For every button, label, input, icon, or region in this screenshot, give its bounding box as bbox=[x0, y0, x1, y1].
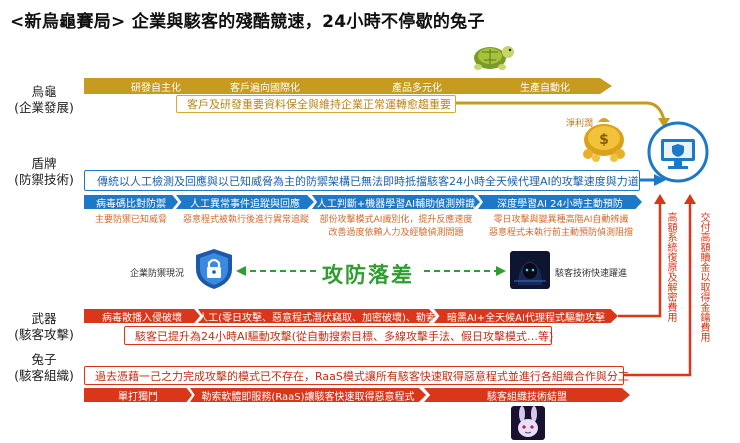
shield-connector-head bbox=[654, 174, 666, 186]
turtle-connector-head bbox=[658, 118, 670, 128]
svg-text:$: $ bbox=[599, 132, 609, 148]
shield-box: 傳統以人工檢測及回應與以已知威脅為主的防禦架構已無法即時抵擋駭客24小時全天候代… bbox=[84, 170, 640, 191]
turtle-icon bbox=[474, 46, 514, 70]
turtle-step-3: 產品多元化 bbox=[392, 82, 442, 94]
weapon-connector bbox=[618, 200, 662, 318]
row-label-shield: 盾牌(防禦技術) bbox=[14, 156, 74, 187]
shield-note-2: 惡意程式被執行後進行異常追蹤 bbox=[182, 215, 309, 225]
money-bag-icon: $ bbox=[583, 118, 625, 162]
shield-step-3: 人工判斷+機器學習AI輔助偵測辨識 bbox=[312, 195, 480, 209]
weapon-connector-head bbox=[654, 194, 666, 204]
row-label-rabbit: 兔子(駭客組織) bbox=[14, 352, 74, 383]
hacker-tech-label: 駭客技術快速躍進 bbox=[555, 269, 628, 279]
rabbit-step-1: 單打獨鬥 bbox=[84, 388, 192, 402]
weapon-step-2: 人工(零日攻擊、惡意程式潛伏竊取、加密破壞)、勒索 bbox=[198, 309, 436, 323]
rabbit-hacker-icon bbox=[511, 406, 545, 440]
rabbit-connector-head bbox=[684, 194, 696, 204]
ransom-cost-text: 交付高額贖金以取得金鑰費用 bbox=[698, 212, 709, 342]
shield-note-3: 部份攻擊模式AI識別化，提升反應速度 改善過度依賴人力及經驗偵測問題 bbox=[319, 215, 473, 238]
shield-note-1: 主要防禦已知威脅 bbox=[94, 215, 167, 225]
weapon-box: 駭客已提升為24小時AI驅動攻擊(從自動搜索目標、多線攻擊手法、假日攻擊模式…等… bbox=[124, 326, 553, 345]
rabbit-step-3: 駭客組織技術結盟 bbox=[424, 388, 630, 402]
row-label-weapon: 武器(駭客攻擊) bbox=[14, 311, 74, 342]
weapon-step-3: 暗黑AI+全天候AI代理程式驅動攻擊 bbox=[434, 309, 618, 323]
rabbit-box: 過去憑藉一己之力完成攻擊的模式已不存在，RaaS模式讓所有駭客快速取得惡意程式並… bbox=[84, 366, 629, 385]
page-title: <新烏龜賽局> 企業與駭客的殘酷競速，24小時不停歇的兔子 bbox=[10, 12, 485, 32]
turtle-step-2: 客戶遍向國際化 bbox=[230, 82, 300, 94]
row-label-turtle: 烏龜(企業發展) bbox=[14, 84, 74, 115]
recovery-cost-text: 高額系統復原及解密費用 bbox=[665, 212, 676, 322]
gap-arrow-left bbox=[236, 266, 318, 276]
gap-title: 攻防落差 bbox=[322, 263, 414, 287]
shield-step-4: 深度學習AI 24小時主動預防 bbox=[478, 195, 642, 209]
shield-note-4: 零日攻擊與變異種高階AI自動辨識 惡意程式未執行前主動預防偵測阻擋 bbox=[488, 215, 633, 238]
computer-shield-icon bbox=[647, 121, 709, 183]
turtle-connector bbox=[456, 101, 666, 121]
shield-step-2: 人工異常事件追蹤與回應 bbox=[176, 195, 314, 209]
money-label: 淨利潤 bbox=[566, 119, 594, 129]
enterprise-defense-label: 企業防禦現況 bbox=[130, 269, 185, 279]
turtle-step-4: 生產自動化 bbox=[520, 82, 570, 94]
weapon-step-1: 病毒散播入侵破壞 bbox=[84, 309, 200, 323]
turtle-step-1: 研發自主化 bbox=[131, 82, 181, 94]
rabbit-step-2: 勒索軟體即服務(RaaS)讓駭客快速取得惡意程式 bbox=[190, 388, 426, 402]
gap-arrow-right bbox=[424, 266, 506, 276]
turtle-box: 客戶及研發重要資料保全與維持企業正常運轉愈趨重要 bbox=[176, 95, 456, 113]
rabbit-connector bbox=[624, 200, 692, 377]
hacker-icon bbox=[510, 251, 550, 289]
lock-shield-icon bbox=[196, 249, 232, 289]
turtle-timeline-arrow bbox=[84, 78, 612, 94]
shield-step-1: 病毒碼比對防禦 bbox=[84, 195, 178, 209]
